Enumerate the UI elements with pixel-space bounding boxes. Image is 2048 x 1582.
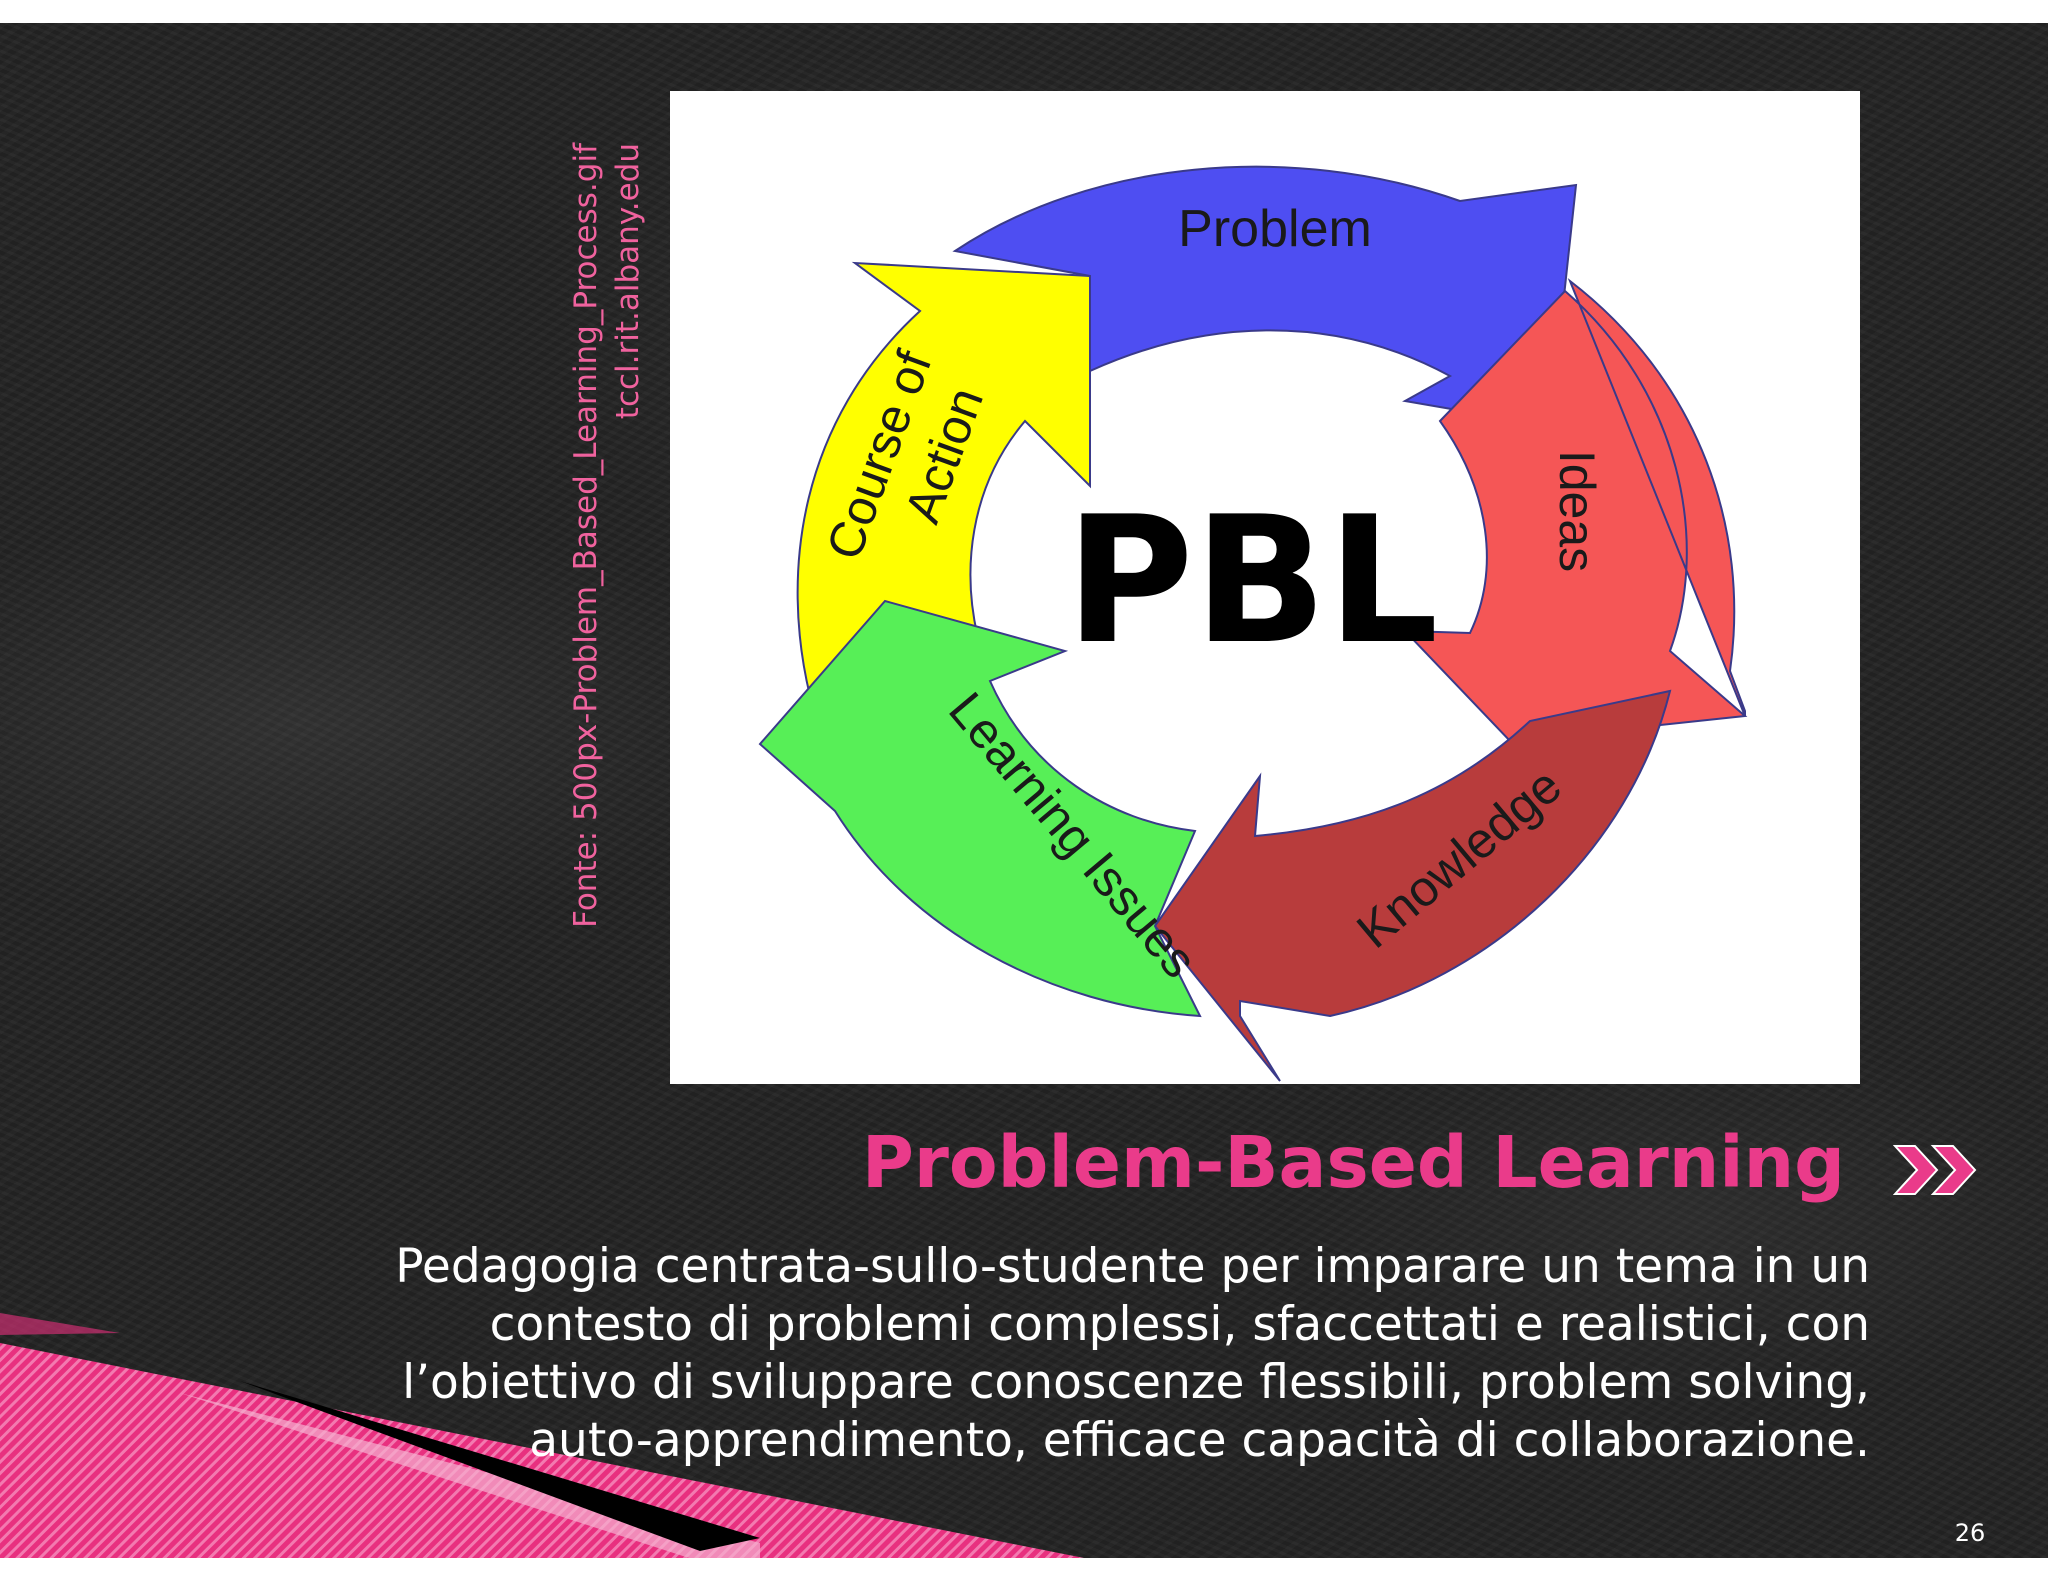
decorative-wedge: [0, 1313, 1300, 1558]
page-number: 26: [1954, 1519, 1986, 1547]
source-filename: Fonte: 500px-Problem_Based_Learning_Proc…: [568, 143, 604, 928]
stage-arrow-learning-issues: [758, 599, 1202, 1018]
slide: Fonte: 500px-Problem_Based_Learning_Proc…: [0, 23, 2048, 1558]
pbl-cycle-diagram: Problem Ideas Knowledge Learning Issues …: [758, 165, 1748, 1082]
body-line: l’obiettivo di sviluppare conoscenze fle…: [402, 1355, 1870, 1410]
pbl-cycle-figure: Problem Ideas Knowledge Learning Issues …: [670, 91, 1860, 1084]
source-domain: tccl.rit.albany.edu: [610, 143, 646, 420]
body-line: contesto di problemi complessi, sfaccett…: [489, 1297, 1870, 1352]
stage-arrow-problem: [952, 165, 1578, 428]
pbl-center-logo: PBL: [1065, 480, 1438, 683]
slide-title: Problem-Based Learning: [861, 1121, 1845, 1204]
body-line: auto-apprendimento, efficace capacità di…: [529, 1413, 1870, 1468]
image-source-note: Fonte: 500px-Problem_Based_Learning_Proc…: [565, 143, 649, 1043]
slide-body: Pedagogia centrata-sullo-studente per im…: [230, 1238, 1870, 1470]
body-line: Pedagogia centrata-sullo-studente per im…: [395, 1239, 1870, 1294]
stage-arrow-course-of-action: [796, 261, 1091, 698]
stage-label-ideas: Ideas: [1549, 450, 1605, 572]
stage-arrow-ideas: [1402, 277, 1748, 743]
stage-arrow-knowledge: [1153, 689, 1672, 1082]
double-chevron-icon: [1892, 1140, 1983, 1200]
stage-label-problem: Problem: [1178, 200, 1372, 258]
